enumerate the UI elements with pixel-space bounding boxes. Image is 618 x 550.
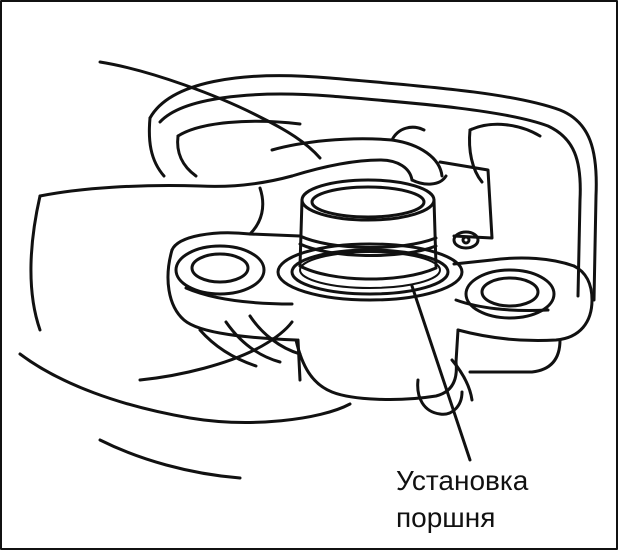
callout-label-line1: Установка — [396, 465, 529, 496]
hand-upper — [29, 60, 448, 332]
callout-label-line2: поршня — [396, 502, 496, 533]
caliper-body — [166, 231, 594, 401]
bolt-boss-left — [174, 244, 266, 296]
hand-lower — [18, 314, 474, 480]
callout-leader-line — [410, 284, 472, 462]
piston-bore — [276, 242, 464, 302]
bolt-boss-right — [464, 268, 556, 320]
piston — [298, 178, 438, 281]
bleeder-screw — [452, 230, 480, 250]
callout-label: Установка поршня — [396, 462, 528, 536]
